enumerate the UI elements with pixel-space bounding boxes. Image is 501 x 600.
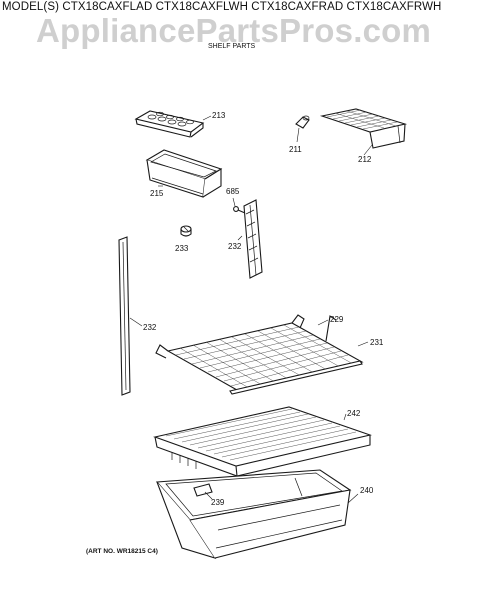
part-label-240: 240 [360, 486, 374, 495]
wire-shelf-229[interactable] [155, 314, 364, 391]
site-watermark: AppliancePartsPros.com [36, 12, 432, 49]
crisper-cover-242[interactable] [153, 406, 372, 477]
part-label-239: 239 [211, 498, 225, 507]
shelf-rail-232-short[interactable] [243, 199, 263, 279]
part-label-233: 233 [175, 244, 189, 253]
part-label-232-short: 232 [228, 242, 242, 251]
leader-240 [347, 493, 359, 504]
leader-213 [202, 115, 212, 121]
shelf-rail-232-long[interactable] [118, 236, 131, 396]
part-label-213: 213 [212, 111, 226, 120]
leader-239 [204, 491, 213, 500]
wire-shelf-212[interactable] [319, 108, 408, 149]
crisper-pan-240[interactable] [155, 469, 352, 559]
leader-242 [343, 413, 347, 421]
egg-tray-213[interactable] [134, 110, 205, 138]
leader-231 [357, 341, 369, 347]
leader-211 [296, 127, 300, 143]
knob-233[interactable] [180, 225, 192, 237]
part-label-215: 215 [150, 189, 164, 198]
diagram-subtitle: SHELF PARTS [208, 43, 256, 50]
leader-212 [363, 144, 373, 156]
shelf-bracket-211[interactable] [295, 115, 310, 129]
part-label-212: 212 [358, 155, 372, 164]
leader-232-long [129, 317, 143, 327]
leader-685 [232, 197, 236, 207]
screw-685[interactable] [233, 206, 246, 214]
shelf-trim-231[interactable] [229, 360, 363, 395]
model-list-heading: MODEL(S) CTX18CAXFLAD CTX18CAXFLWH CTX18… [2, 1, 442, 13]
art-number: (ART NO. WR18215 C4) [86, 548, 158, 555]
leader-229 [317, 319, 329, 326]
part-label-232-long: 232 [143, 323, 157, 332]
part-label-229: 229 [330, 315, 344, 324]
part-label-242: 242 [347, 409, 361, 418]
part-label-211: 211 [289, 145, 302, 154]
part-label-685: 685 [226, 187, 240, 196]
crisper-divider-239[interactable] [193, 483, 213, 497]
leader-232-short [237, 235, 243, 241]
part-label-231: 231 [370, 338, 384, 347]
door-bin-215[interactable] [145, 149, 223, 198]
